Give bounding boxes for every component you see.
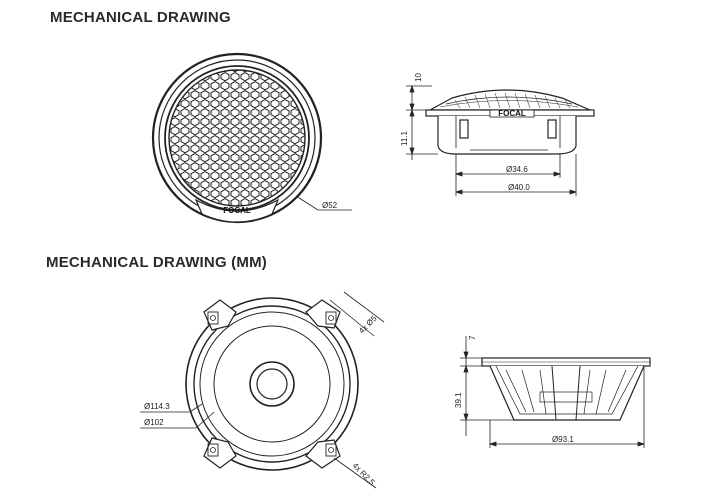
woofer-front-view [185, 297, 359, 471]
woofer-hole-label: 4x Ø5 [357, 314, 379, 336]
woofer-basket-diameter-label: Ø93.1 [552, 435, 574, 444]
tweeter-outer-diameter-label: Ø40.0 [508, 183, 530, 192]
tweeter-height-top-label: 10 [414, 73, 423, 82]
woofer-height-dims [460, 336, 514, 436]
tweeter-inner-diameter-label: Ø34.6 [506, 165, 528, 174]
tweeter-side-view [425, 89, 595, 155]
tweeter-diameter-label: Ø52 [322, 201, 338, 210]
tweeter-diameter-leader [295, 195, 352, 211]
woofer-flange-label: Ø114.3 [144, 402, 170, 411]
tweeter-width-dims [454, 154, 578, 196]
woofer-side-view [481, 357, 651, 421]
woofer-depth-label: 39.1 [454, 392, 463, 408]
tweeter-front-brand: FOCAL [223, 206, 251, 215]
tweeter-height-body-label: 11.1 [400, 130, 409, 146]
tweeter-front-view [151, 52, 323, 224]
woofer-width-dims [488, 366, 646, 448]
woofer-top-height-label: 7 [468, 335, 477, 340]
tweeter-height-dims [406, 84, 438, 160]
woofer-cutout-label: Ø102 [144, 418, 164, 427]
woofer-radius-label: 4x R2.5 [351, 461, 377, 487]
tweeter-side-brand: FOCAL [498, 109, 526, 118]
section-title-tweeter: MECHANICAL DRAWING [50, 9, 231, 26]
woofer-leaders [140, 291, 385, 489]
section-title-woofer: MECHANICAL DRAWING (MM) [46, 254, 267, 271]
